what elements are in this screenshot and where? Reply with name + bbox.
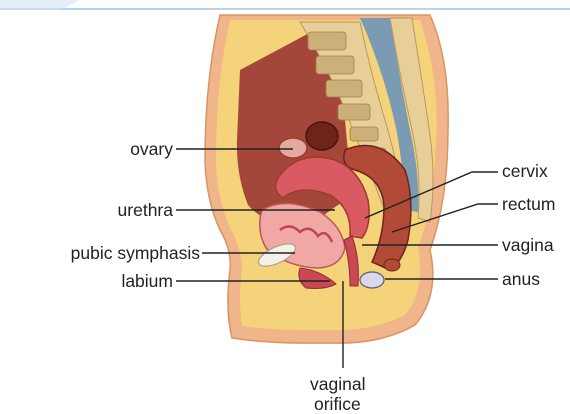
label-ovary: ovary [130, 139, 173, 159]
anal-sphincter [384, 259, 400, 271]
label-vagina: vagina [502, 235, 554, 255]
intestine-loop [306, 122, 338, 150]
label-anus: anus [502, 269, 540, 289]
label-labium: labium [121, 271, 173, 291]
ovary-shape [279, 138, 307, 158]
label-pubic-symphasis: pubic symphasis [71, 243, 200, 263]
anus-shape [360, 272, 384, 288]
label-vaginal-orifice-line1: vaginal [310, 374, 365, 394]
label-cervix: cervix [502, 161, 548, 181]
label-urethra: urethra [118, 200, 173, 220]
label-vaginal-orifice-line2: orifice [314, 394, 361, 414]
label-rectum: rectum [502, 194, 555, 214]
